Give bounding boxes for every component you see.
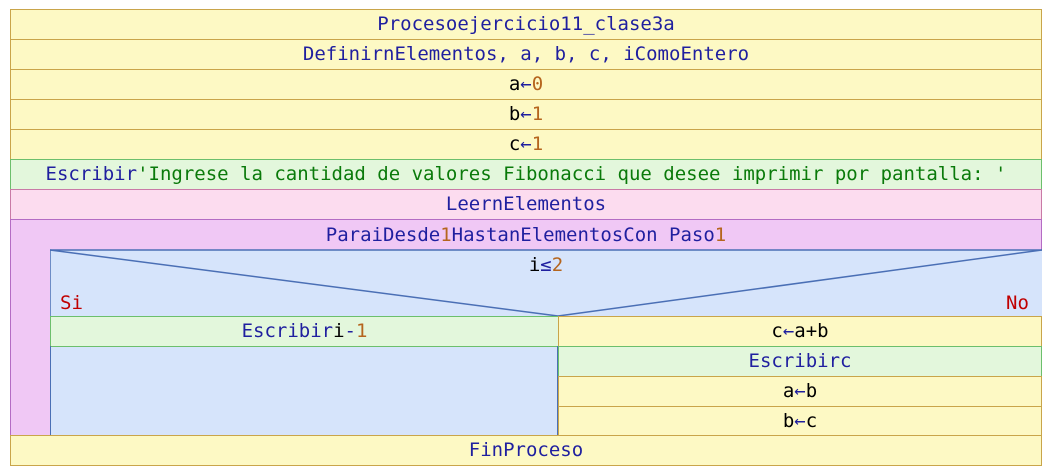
assign-arrow-icon: ← bbox=[520, 73, 532, 95]
define-vars: nElementos, a, b, c, i bbox=[383, 43, 635, 65]
read-keyword: Leer bbox=[445, 193, 492, 215]
define-as: Como bbox=[634, 43, 681, 65]
no-assign-a-value: b bbox=[805, 380, 818, 402]
yes-write-expr-num: 1 bbox=[355, 320, 368, 342]
read-var: nElementos bbox=[491, 193, 607, 215]
define-statement: Definir nElementos, a, b, c, i Como Ente… bbox=[10, 39, 1042, 70]
define-keyword: Definir bbox=[302, 43, 383, 65]
for-from-keyword: Desde bbox=[383, 223, 441, 246]
condition-value: 2 bbox=[551, 253, 564, 276]
for-var: i bbox=[371, 223, 383, 246]
for-start: 1 bbox=[440, 223, 452, 246]
branch-yes-label: Si bbox=[60, 292, 83, 314]
no-assign-b-statement: b ← c bbox=[558, 406, 1042, 436]
assign-c-value: 1 bbox=[531, 133, 544, 155]
write-keyword: Escribir bbox=[45, 163, 138, 185]
no-assign-a-var: a bbox=[782, 380, 795, 402]
for-step-keyword: Con Paso bbox=[623, 223, 715, 246]
assign-c-var: c bbox=[508, 133, 521, 155]
write-prompt-string: 'Ingrese la cantidad de valores Fibonacc… bbox=[137, 163, 1007, 185]
assign-b-value: 1 bbox=[531, 103, 544, 125]
no-write-statement: Escribir c bbox=[558, 346, 1042, 377]
no-assign-c-statement: c ← a+b bbox=[558, 316, 1042, 347]
assign-arrow-icon: ← bbox=[520, 133, 532, 155]
for-step: 1 bbox=[714, 223, 727, 246]
assign-arrow-icon: ← bbox=[794, 380, 806, 402]
yes-write-keyword: Escribir bbox=[241, 320, 334, 342]
process-name: ejercicio11_clase3a bbox=[457, 13, 675, 35]
no-assign-b-value: c bbox=[805, 409, 818, 432]
no-assign-c-var: c bbox=[771, 320, 783, 342]
process-header: Proceso ejercicio11_clase3a bbox=[10, 9, 1042, 40]
yes-branch-empty bbox=[50, 346, 558, 436]
yes-write-statement: Escribir i-1 bbox=[50, 316, 559, 347]
condition-triangle bbox=[50, 249, 1042, 317]
no-write-var: c bbox=[840, 350, 852, 372]
assign-a-var: a bbox=[508, 73, 521, 95]
define-type: Entero bbox=[680, 43, 750, 65]
condition-expression: i≤2 bbox=[50, 252, 1042, 278]
process-footer: FinProceso bbox=[10, 435, 1042, 466]
assign-arrow-icon: ← bbox=[520, 103, 532, 125]
condition-var: i bbox=[528, 253, 541, 276]
assign-c-statement: c ← 1 bbox=[10, 129, 1042, 160]
no-assign-b-var: b bbox=[782, 409, 795, 432]
assign-b-statement: b ← 1 bbox=[10, 99, 1042, 130]
no-assign-a-statement: a ← b bbox=[558, 376, 1042, 407]
for-to-keyword: Hasta bbox=[451, 223, 509, 246]
yes-write-expr-var: i bbox=[333, 320, 345, 342]
for-keyword: Para bbox=[325, 223, 372, 246]
no-write-keyword: Escribir bbox=[748, 350, 841, 372]
read-statement: Leer nElementos bbox=[10, 189, 1042, 220]
no-assign-c-expr: a+b bbox=[794, 320, 829, 342]
for-loop-header: Para i Desde 1 Hasta nElementos Con Paso… bbox=[10, 220, 1042, 250]
process-keyword: Proceso bbox=[377, 13, 458, 35]
yes-write-expr-op: - bbox=[344, 320, 356, 342]
write-prompt-statement: Escribir 'Ingrese la cantidad de valores… bbox=[10, 159, 1042, 190]
assign-a-statement: a ← 0 bbox=[10, 69, 1042, 100]
for-end: nElementos bbox=[508, 223, 624, 246]
assign-arrow-icon: ← bbox=[782, 320, 795, 342]
condition-op: ≤ bbox=[540, 253, 552, 276]
assign-a-value: 0 bbox=[531, 73, 544, 95]
assign-b-var: b bbox=[508, 103, 521, 125]
assign-arrow-icon: ← bbox=[794, 409, 806, 432]
branch-no-label: No bbox=[1006, 292, 1029, 314]
end-process-keyword: FinProceso bbox=[468, 439, 584, 461]
